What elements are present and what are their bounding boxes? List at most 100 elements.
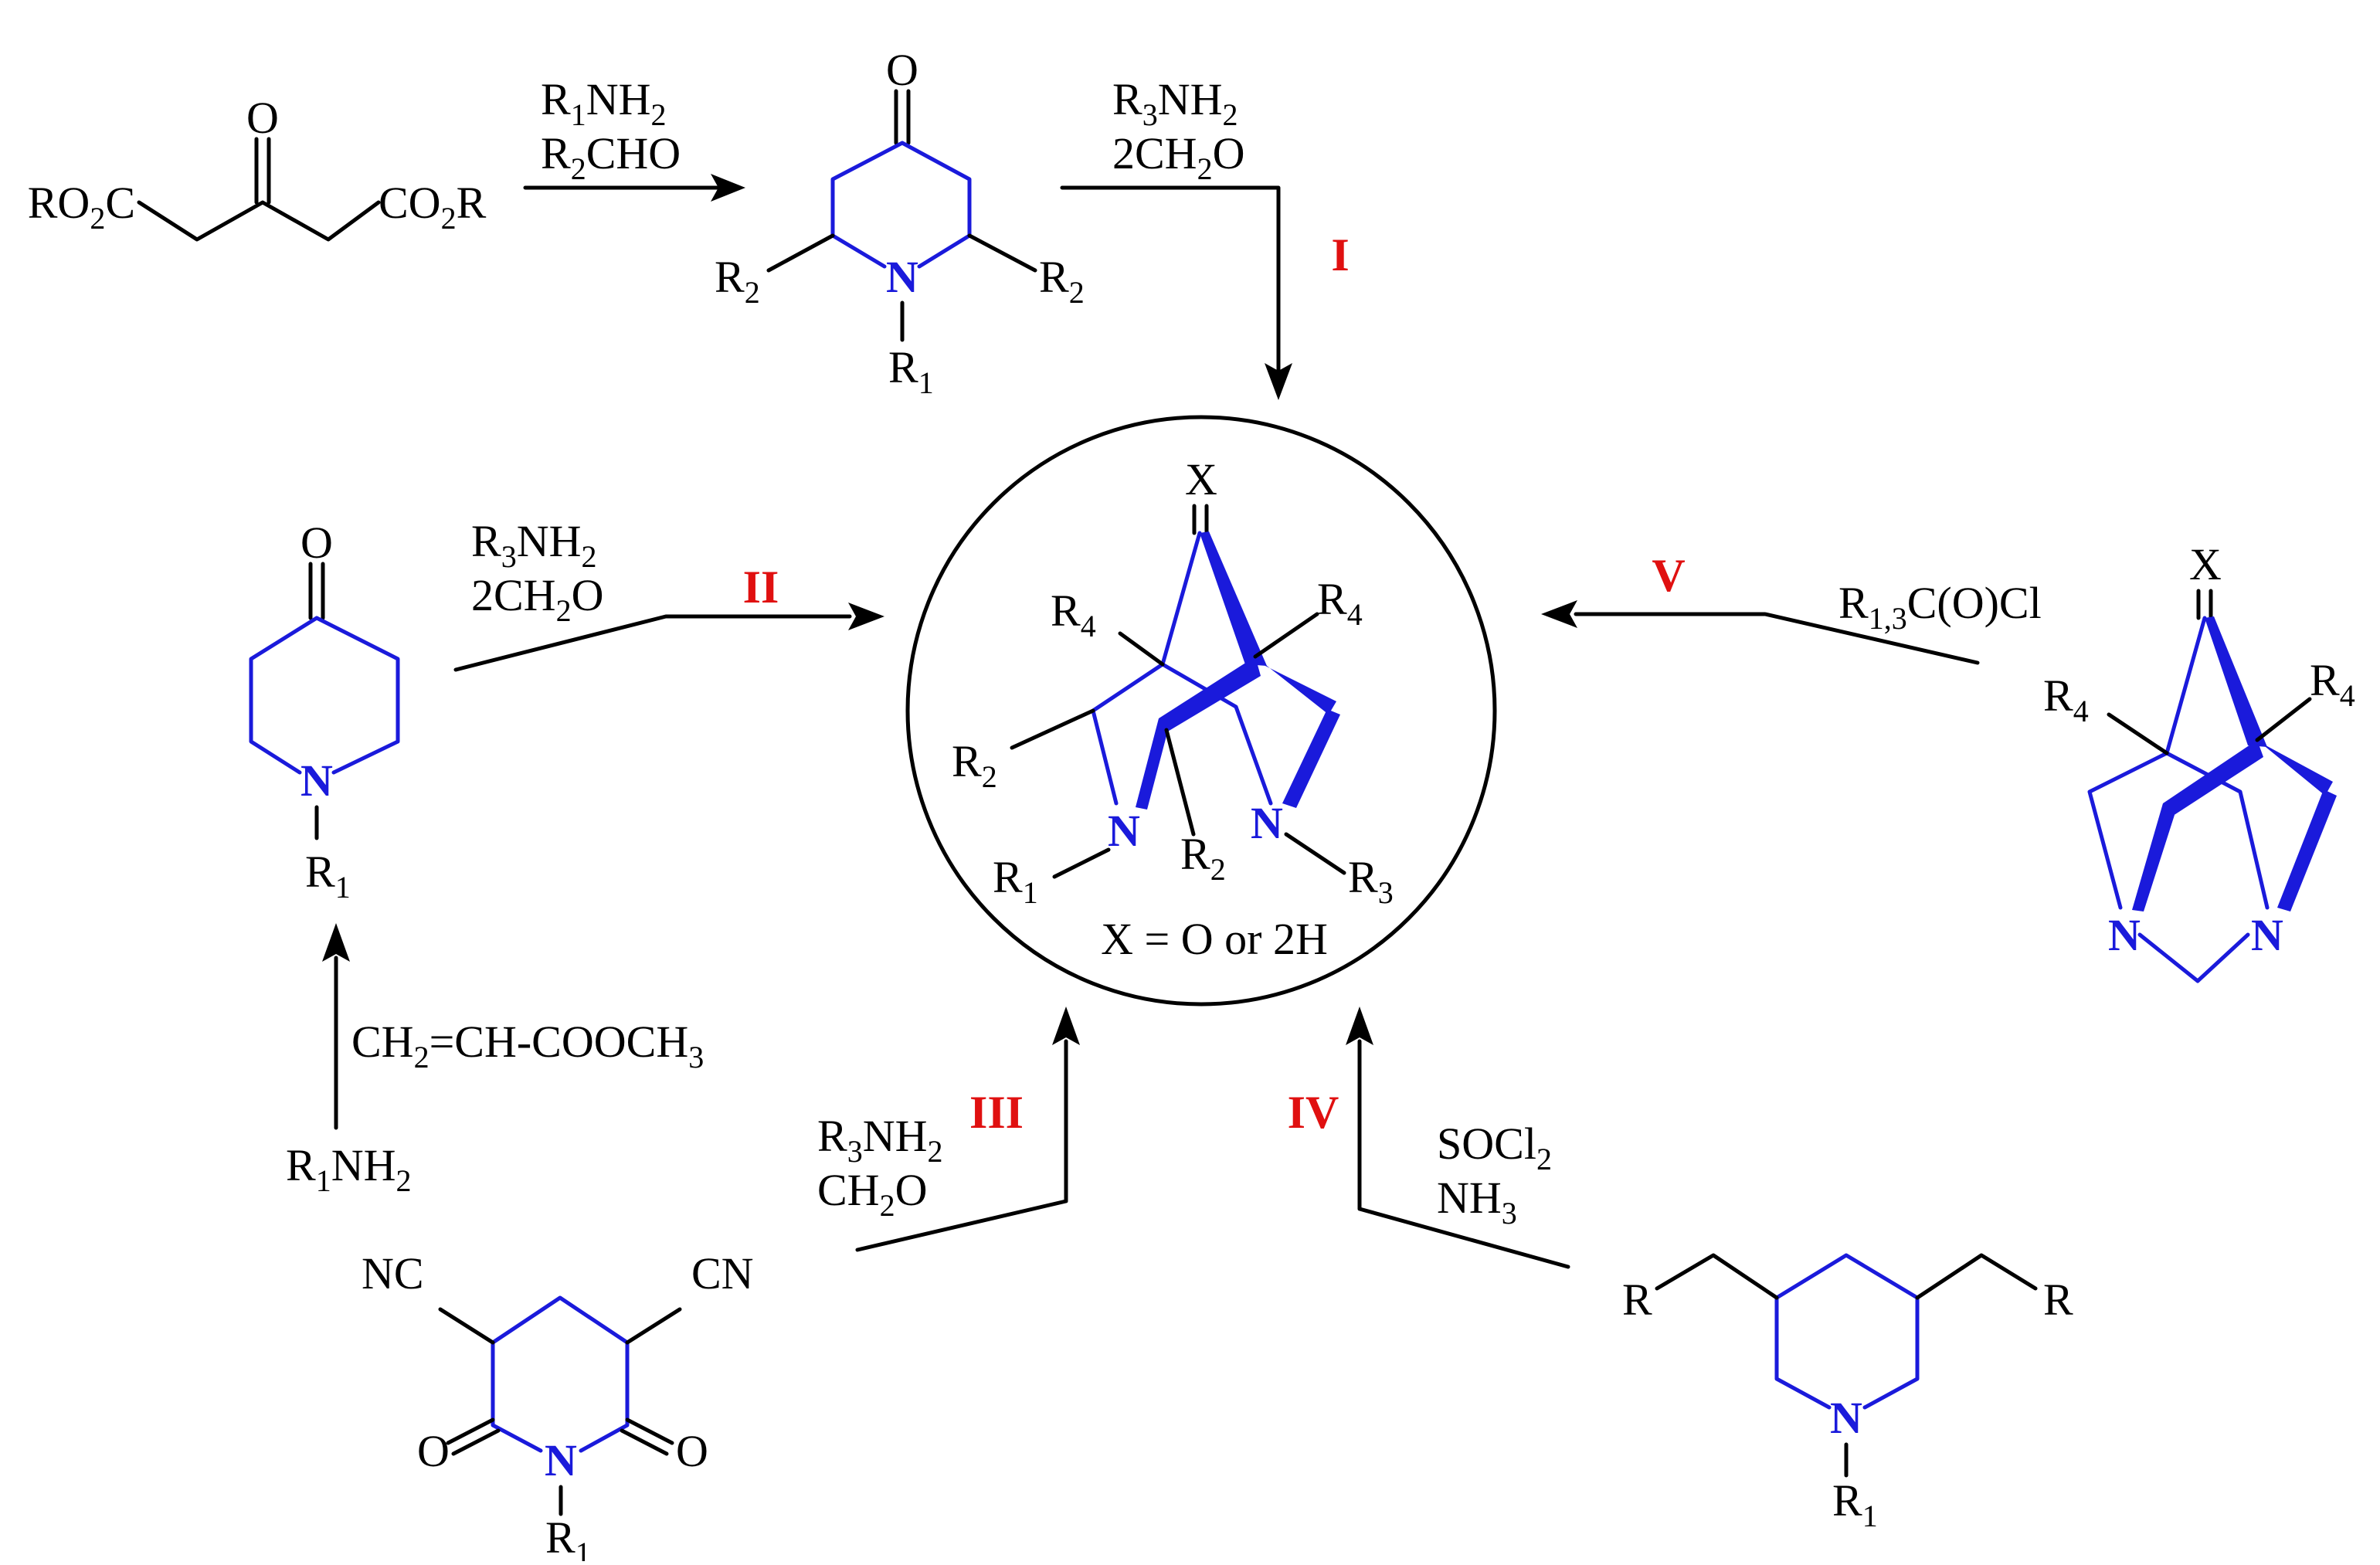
imide-ring-top [491,1295,630,1345]
center-R1: R1 [993,852,1038,910]
route-II-arrow: R3NH2 2CH2O II [453,516,884,672]
right-wedge-left [2132,803,2175,912]
route-III-head [1052,1007,1080,1045]
diester-chain [137,200,381,242]
right-N-left: N [2108,910,2141,960]
right-wedge-right [2277,789,2337,912]
right-wedge-right-top [2257,740,2333,796]
imide-ring-left [491,1340,543,1453]
route-III-reagent-2: CH2O [817,1165,927,1223]
target-circle [905,415,1497,1007]
pipbr-R1: R1 [1832,1475,1878,1533]
route-III-label: III [969,1087,1024,1138]
center-bridge-back-left [1160,531,1202,667]
imide-CN: CN [691,1248,754,1299]
pip-top-ring-2 [830,141,905,269]
center-R4-left: R4 [1051,586,1096,643]
pipbr-ring-right [1862,1295,1920,1410]
diester-oxo-label: O [246,93,279,143]
center-wedge-right [1282,709,1340,808]
right-wedge-top [2205,616,2267,747]
pip-top-R2-right-bond [967,233,1037,273]
pipbr-N: N [1830,1393,1862,1443]
route-V-path [1574,612,1980,665]
imide-R1: R1 [545,1512,591,1561]
pip-left-ring-2 [249,616,319,775]
center-wedge-right-top [1255,657,1336,715]
route-V-reagent: R1,3C(O)Cl [1838,578,2042,636]
pip-left-oxo-label: O [300,518,333,568]
route-II-path [453,614,852,672]
pip-left-ring [314,616,400,775]
route-II-reagent-2: 2CH2O [471,570,603,628]
imide-O-right: O [676,1426,708,1476]
pipbr-ring-left [1774,1295,1832,1410]
step1-arrow: R1NH2 R2CHO [523,74,745,202]
route-III-path [855,1039,1068,1252]
pip-top-R2-left: R2 [715,252,760,310]
right-wedge-mid [2163,740,2263,817]
center-X: X [1185,454,1217,504]
imide-CN-bond [625,1307,682,1345]
pipbr-R-left: R [1622,1275,1652,1325]
step1-arrow-head [711,174,745,202]
imide-O-left: O [417,1426,450,1476]
route-IV-path [1357,1039,1570,1269]
imide-ring-right [579,1340,630,1453]
center-bridge-inner [1160,662,1273,806]
route-V-head [1541,600,1577,628]
route-V-arrow: V R1,3C(O)Cl [1541,550,2042,665]
center-wedge-left [1136,718,1168,810]
target-bispidine: X N N R4 R4 R2 R2 R1 R3 X = O or 2H [905,415,1497,1007]
diester-compound: O RO2C CO2R [28,93,487,242]
pip-top-ring [900,141,972,269]
step1-reagent-1: R1NH2 [541,74,666,132]
piperidone-top: O N R1 R2 R2 [715,45,1085,400]
route-IV-reagent-1: SOCl2 [1437,1119,1552,1176]
center-R4-right-bond [1253,612,1319,659]
pip-top-R1: R1 [888,342,934,400]
route-IV-label: IV [1288,1087,1339,1138]
piperidone-left: O N R1 [249,518,400,905]
michael-arrow: CH2=CH-COOCH3 R1NH2 [286,923,704,1198]
route-IV-reagent-2: NH3 [1437,1173,1517,1231]
pip-top-R2-right: R2 [1039,252,1085,310]
route-III-reagent-1: R3NH2 [817,1111,942,1169]
pip-left-R1: R1 [305,847,351,905]
imide-NC: NC [362,1248,424,1299]
right-R4-left-bond [2107,712,2169,755]
route-I-reagent-2: 2CH2O [1112,128,1244,186]
right-cage-thin-3 [2137,932,2250,983]
imide-O-right-bond-a [625,1417,674,1445]
center-note: X = O or 2H [1101,914,1328,964]
right-R4-left: R4 [2043,670,2089,728]
route-I-head [1265,363,1292,400]
route-V-label: V [1652,550,1685,601]
step1-reagent-2: R2CHO [541,128,681,186]
center-R4-left-bond [1118,631,1165,667]
diester-right-label: CO2R [379,178,487,236]
imide-N: N [545,1435,577,1485]
center-R4-right: R4 [1317,574,1363,632]
pip-top-oxo-label: O [886,45,918,95]
route-III-arrow: R3NH2 CH2O III [817,1007,1080,1252]
center-R3: R3 [1348,852,1394,910]
route-I-path [1060,185,1281,373]
route-II-head [848,603,884,630]
center-R2-mid: R2 [1180,829,1226,887]
michael-amine: R1NH2 [286,1140,411,1198]
center-R2-left: R2 [952,736,997,794]
route-I-reagent-1: R3NH2 [1112,74,1238,132]
right-X: X [2189,539,2222,589]
route-I-label: I [1331,229,1349,280]
pip-top-N: N [886,252,918,302]
imide-O-left-bond-a [446,1417,495,1445]
glutarimide-compound: N R1 O O NC CN [362,1248,754,1565]
imide-O-right-bond-b [620,1428,669,1456]
route-IV-head [1346,1007,1373,1045]
cage-compound: X N N R4 R4 [2043,539,2355,983]
center-wedge-mid [1159,657,1261,732]
pip-top-R2-left-bond [766,233,835,273]
michael-arrow-head [322,923,350,962]
